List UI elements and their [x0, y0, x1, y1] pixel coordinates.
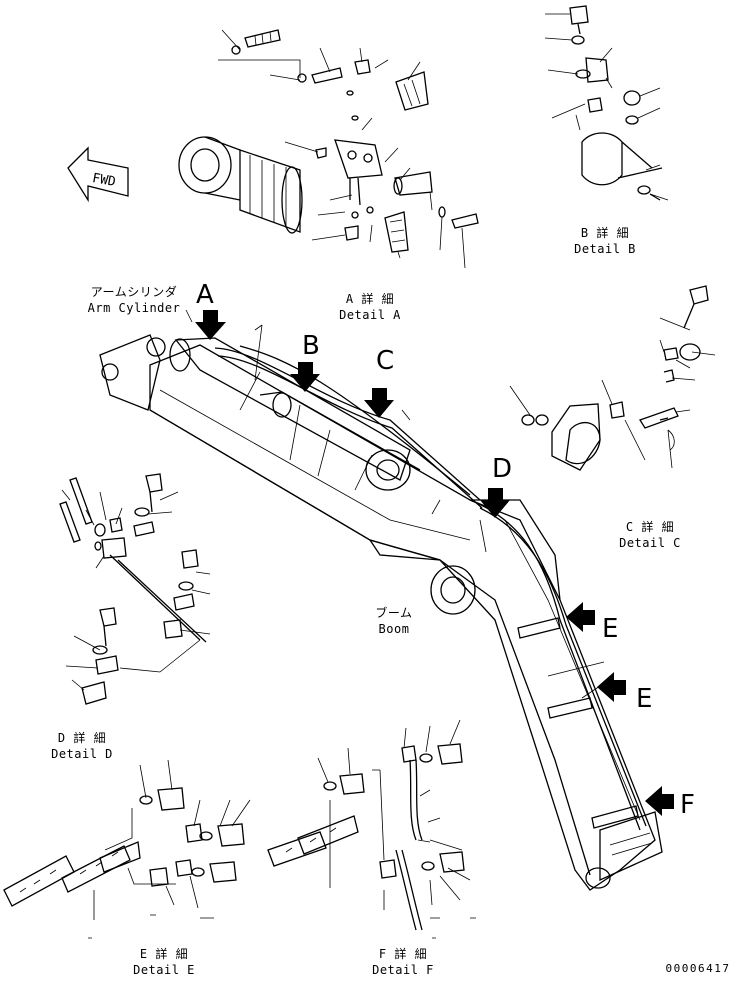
- arrow-b-icon: [290, 362, 320, 392]
- arrow-e2-icon: [597, 672, 626, 702]
- detail-d-label-en: Detail D: [51, 747, 113, 761]
- arm-cylinder-label-jp: アームシリンダ: [90, 285, 178, 299]
- drawing-number: 00006417: [665, 962, 731, 975]
- detail-b-label-en: Detail B: [574, 242, 636, 256]
- detail-c-view: [509, 285, 716, 471]
- detail-f-label-jp: F 詳 細: [378, 947, 428, 961]
- arrow-e1-icon: [566, 602, 595, 632]
- callout-e1: E: [602, 614, 619, 644]
- arrow-d-icon: [480, 488, 510, 518]
- detail-e-label-en: Detail E: [133, 963, 195, 977]
- detail-d-label-jp: D 詳 細: [57, 731, 107, 745]
- arm-cylinder-label-en: Arm Cylinder: [87, 301, 181, 315]
- callout-b: B: [302, 331, 320, 361]
- detail-e-label-jp: E 詳 細: [139, 947, 189, 961]
- detail-a-label-jp: A 詳 細: [345, 292, 395, 306]
- callout-d: D: [492, 454, 513, 484]
- detail-d-view: [59, 473, 211, 705]
- fwd-label: FWD: [91, 171, 117, 190]
- callout-arrows: [195, 310, 674, 816]
- detail-f-view: [267, 719, 476, 939]
- callout-e2: E: [636, 684, 653, 714]
- detail-e-view: [3, 759, 251, 939]
- detail-c-label-en: Detail C: [619, 536, 681, 550]
- detail-b-label-jp: B 詳 細: [580, 226, 630, 240]
- callout-a: A: [196, 280, 214, 310]
- boom-label-jp: ブーム: [375, 606, 413, 620]
- detail-a-label-en: Detail A: [339, 308, 401, 322]
- boom-label-en: Boom: [378, 622, 410, 636]
- callout-f: F: [680, 790, 695, 820]
- detail-c-label-jp: C 詳 細: [625, 520, 675, 534]
- callout-c: C: [376, 346, 395, 376]
- arrow-c-icon: [364, 388, 394, 418]
- arrow-f-icon: [645, 786, 674, 816]
- detail-f-label-en: Detail F: [372, 963, 434, 977]
- detail-b-view: [544, 5, 669, 201]
- fwd-arrow-icon: FWD: [67, 146, 129, 203]
- arrow-a-icon: [195, 310, 226, 340]
- detail-a-view: [178, 29, 479, 269]
- arm-cylinder-leader: [185, 309, 193, 323]
